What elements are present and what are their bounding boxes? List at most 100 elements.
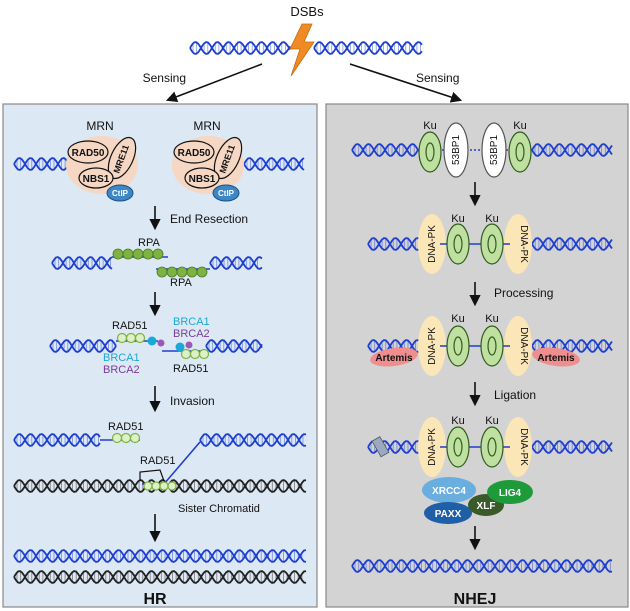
rad50-left-label: RAD50 xyxy=(72,148,105,159)
rad51-ring xyxy=(134,332,146,344)
nhej-dna-1-left xyxy=(351,143,419,157)
dnapk-4a-label: DNA-PK xyxy=(427,428,438,466)
rad50-left xyxy=(67,140,109,164)
rad51-label-4: RAD51 xyxy=(140,455,175,467)
rad50-right-label: RAD50 xyxy=(178,148,211,159)
brca1-dot xyxy=(175,342,185,352)
brca1-label-1: BRCA1 xyxy=(173,316,210,328)
nbs1-right xyxy=(184,167,220,189)
ku-label-1b: Ku xyxy=(513,120,526,132)
brca2-dot xyxy=(157,339,165,347)
sensing-right-label: Sensing xyxy=(416,71,459,85)
dnapk-4b: DNA-PK xyxy=(504,417,532,477)
rad51-ring xyxy=(111,432,123,444)
rad51-ring xyxy=(129,432,141,444)
rpa-dot xyxy=(156,266,168,278)
brca1-dot xyxy=(147,336,157,346)
rpa-label-top: RPA xyxy=(138,237,160,249)
rad51-label-1: RAD51 xyxy=(112,320,147,332)
rad51-ring xyxy=(151,481,161,491)
53bp1-left: 53BP1 xyxy=(443,122,469,178)
nhej-dna-1-right xyxy=(531,143,613,157)
dnapk-3a-label: DNA-PK xyxy=(427,327,438,365)
dnapk-4a: DNA-PK xyxy=(418,417,446,477)
rad51-ring xyxy=(116,332,128,344)
mrn-label-right: MRN xyxy=(193,119,220,133)
rad51-ring xyxy=(125,332,137,344)
ctip-right-label: CtIP xyxy=(218,189,235,198)
dnapk-2b: DNA-PK xyxy=(504,214,532,274)
dna-end-block-icon xyxy=(371,436,390,458)
ku-label-3b: Ku xyxy=(485,313,498,325)
53bp1-right: 53BP1 xyxy=(481,122,507,178)
hr-invasion-dna-left xyxy=(13,433,101,447)
mrn-complex-right: RAD50 MRE11 NBS1 CtIP xyxy=(172,136,244,202)
ku-label-4b: Ku xyxy=(485,415,498,427)
processing-label: Processing xyxy=(494,286,553,300)
ctip-right xyxy=(212,184,240,202)
rpa-dot xyxy=(112,248,124,260)
end-resection-label: End Resection xyxy=(170,212,248,226)
artemis-left-label: Artemis xyxy=(375,353,413,364)
hr-product-dna-black xyxy=(13,570,307,584)
rad50-right xyxy=(173,140,215,164)
mrn-complex-left: RAD50 MRE11 NBS1 CtIP xyxy=(66,136,138,202)
53bp1-right-label: 53BP1 xyxy=(489,135,500,165)
dsb-bolt-icon xyxy=(289,23,315,77)
ku-ring-3b xyxy=(480,325,504,367)
rad51-ring xyxy=(120,432,132,444)
ligation-label: Ligation xyxy=(494,388,536,402)
strand-invasion xyxy=(100,432,201,491)
hr-rad51-dna-left xyxy=(49,339,117,353)
nhej-panel xyxy=(325,103,629,608)
dnapk-3b-label: DNA-PK xyxy=(518,327,529,365)
dnapk-2a-label: DNA-PK xyxy=(427,225,438,263)
ku-ring-3a xyxy=(446,325,470,367)
dnapk-4b-label: DNA-PK xyxy=(518,428,529,466)
dnapk-2a: DNA-PK xyxy=(418,214,446,274)
rad51-label-3: RAD51 xyxy=(108,421,143,433)
rad51-ring xyxy=(198,348,210,360)
brca2-dot xyxy=(185,341,193,349)
dsb-dna-left xyxy=(189,41,291,55)
nbs1-left-label: NBS1 xyxy=(83,174,110,185)
invasion-label: Invasion xyxy=(170,394,215,408)
rpa-dot xyxy=(196,266,208,278)
ctip-left xyxy=(106,184,134,202)
ku-ring-1a xyxy=(418,131,442,173)
rad51-ring xyxy=(167,481,177,491)
nhej-product-dna xyxy=(351,559,613,573)
lig4-label: LIG4 xyxy=(499,488,522,499)
sensing-right-arrow xyxy=(349,63,463,103)
artemis-left: Artemis xyxy=(370,347,418,367)
hr-rad51-dna-right xyxy=(205,339,263,353)
ku-label-1a: Ku xyxy=(423,120,436,132)
lig4: LIG4 xyxy=(487,480,533,504)
artemis-right-label: Artemis xyxy=(537,353,575,364)
ku-ring-2b xyxy=(480,223,504,265)
rpa-dot xyxy=(132,248,144,260)
dnapk-3a: DNA-PK xyxy=(418,316,446,376)
dsbs-title: DSBs xyxy=(290,4,324,19)
rad51-ring xyxy=(159,481,169,491)
nbs1-right-label: NBS1 xyxy=(189,174,216,185)
rad51-ring xyxy=(189,348,201,360)
ku-label-4a: Ku xyxy=(451,415,464,427)
ku-label-3a: Ku xyxy=(451,313,464,325)
rpa-dot xyxy=(122,248,134,260)
paxx: PAXX xyxy=(424,502,472,524)
sensing-left-arrow xyxy=(165,63,263,103)
mrn-label-left: MRN xyxy=(86,119,113,133)
ku-ring-1b xyxy=(508,131,532,173)
rpa-dot xyxy=(176,266,188,278)
sensing-left-label: Sensing xyxy=(143,71,186,85)
hr-title: HR xyxy=(143,591,167,608)
hr-invasion-dna-right xyxy=(199,433,307,447)
53bp1-left-label: 53BP1 xyxy=(451,135,462,165)
ku-ring-4a xyxy=(446,426,470,468)
paxx-label: PAXX xyxy=(435,509,462,520)
rpa-coat xyxy=(112,248,208,278)
hr-panel xyxy=(2,103,318,608)
ku-label-2a: Ku xyxy=(451,213,464,225)
